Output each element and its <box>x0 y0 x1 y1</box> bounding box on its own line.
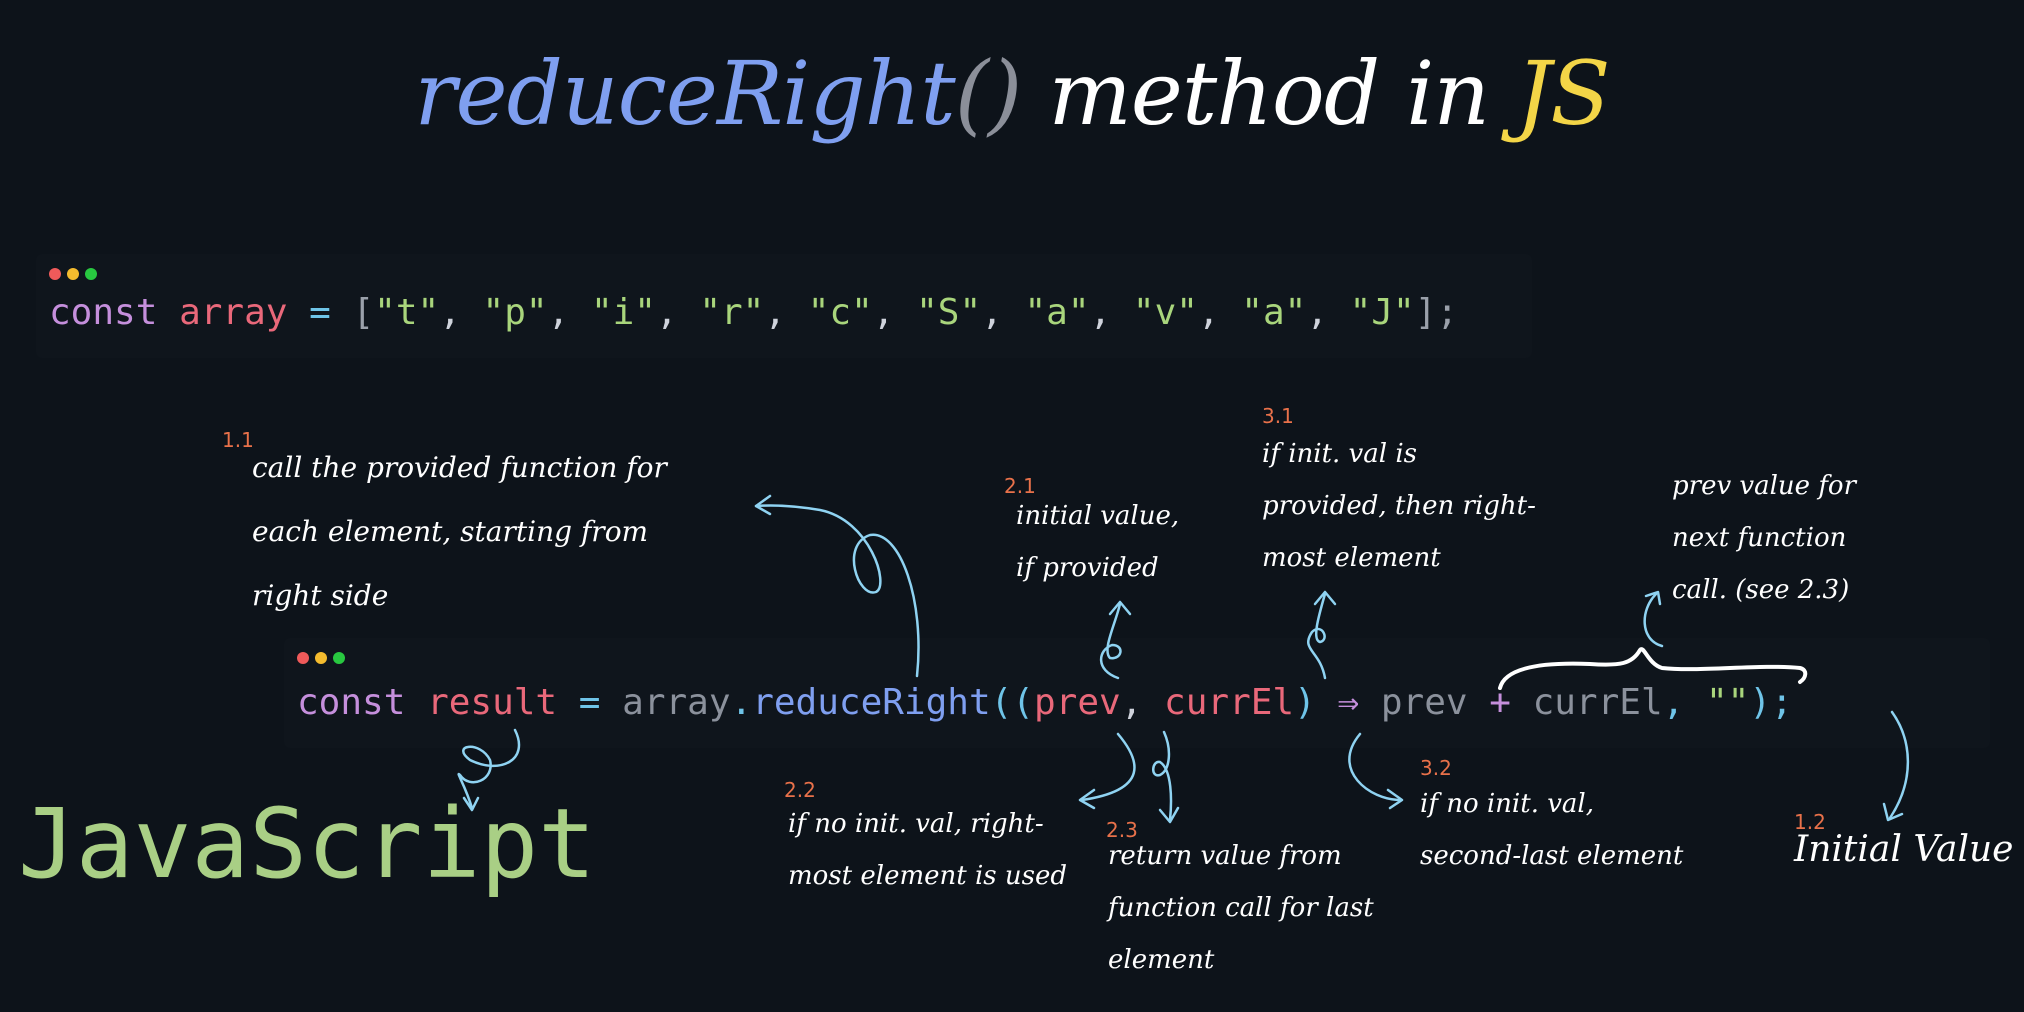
window-dots <box>49 268 97 280</box>
array-item: "J" <box>1349 292 1415 333</box>
arrow-3-2 <box>1348 732 1402 802</box>
array-code-block: const array = ["t", "p", "i", "r", "c", … <box>36 254 1532 358</box>
code-comma: , <box>547 292 591 333</box>
code-keyword: const <box>297 682 406 723</box>
arrowhead-result <box>462 796 480 812</box>
reduce-code-block: const result = array.reduceRight((prev, … <box>284 638 1990 748</box>
code-paren: ); <box>1749 682 1793 723</box>
arrow-prev-value <box>1643 592 1664 648</box>
code-comma: , <box>764 292 808 333</box>
arrow-2-2 <box>1080 732 1136 802</box>
brace-icon <box>1498 647 1808 690</box>
arrowhead-1-1 <box>754 494 772 516</box>
code-param-currel: currEl <box>1164 682 1295 723</box>
note-prev-value: prev value for next function call. (see … <box>1672 471 1857 605</box>
code-comma: , <box>1306 292 1350 333</box>
code-paren: ) <box>1294 682 1316 723</box>
arrowhead-2-1 <box>1108 600 1132 616</box>
arrowhead-2-3 <box>1158 806 1180 824</box>
code-operator: = <box>287 292 353 333</box>
arrowhead-prev-value <box>1644 590 1662 606</box>
note-number-2-3: 2.3 <box>1106 818 1138 842</box>
red-dot-icon <box>297 652 309 664</box>
code-variable: array <box>179 292 288 333</box>
green-dot-icon <box>333 652 345 664</box>
code-paren: (( <box>990 682 1034 723</box>
code-comma: , <box>1089 292 1133 333</box>
code-bracket: ]; <box>1414 292 1459 333</box>
array-item: "p" <box>482 292 548 333</box>
window-dots <box>297 652 345 664</box>
note-number-1-2: 1.2 <box>1794 810 1826 834</box>
code-comma: , <box>1662 682 1706 723</box>
note-2-2: if no init. val, right- most element is … <box>788 809 1067 891</box>
note-1-2: Initial Value <box>1794 829 2014 870</box>
note-number-3-1: 3.1 <box>1262 404 1294 428</box>
note-number-3-2: 3.2 <box>1420 756 1452 780</box>
yellow-dot-icon <box>315 652 327 664</box>
arrow-1-2 <box>1888 710 1910 820</box>
red-dot-icon <box>49 268 61 280</box>
array-item: "a" <box>1024 292 1090 333</box>
title-lang: JS <box>1516 42 1611 145</box>
note-3-2: if no init. val, second-last element <box>1420 789 1684 871</box>
title-parens: () <box>954 42 1023 145</box>
code-comma: , <box>872 292 917 333</box>
array-item: "r" <box>699 292 765 333</box>
note-3-1: if init. val is provided, then right- mo… <box>1262 439 1536 573</box>
green-dot-icon <box>85 268 97 280</box>
arrowhead-2-2 <box>1078 788 1096 810</box>
array-item: "S" <box>916 292 982 333</box>
arrowhead-1-2 <box>1882 802 1904 822</box>
code-variable: result <box>427 682 558 723</box>
code-keyword: const <box>49 292 158 333</box>
arrow-2-3 <box>1152 730 1173 822</box>
title-middle: method in <box>1021 42 1517 145</box>
code-param-prev: prev <box>1033 682 1121 723</box>
note-2-3: return value from function call for last… <box>1108 841 1374 975</box>
array-item: "c" <box>807 292 873 333</box>
code-comma: , <box>1120 682 1165 723</box>
code-bracket: [ <box>352 292 375 333</box>
note-number-2-2: 2.2 <box>784 778 816 802</box>
page-title: reduceRight() method in JS <box>0 42 2024 145</box>
code-object: array <box>622 682 731 723</box>
array-item: "t" <box>374 292 440 333</box>
title-method: reduceRight <box>414 42 955 145</box>
note-1-1: call the provided function for each elem… <box>252 451 667 612</box>
array-code-line: const array = ["t", "p", "i", "r", "c", … <box>49 292 1458 333</box>
code-dot: . <box>730 682 753 723</box>
yellow-dot-icon <box>67 268 79 280</box>
code-method: reduceRight <box>752 682 991 723</box>
code-operator: = <box>557 682 623 723</box>
code-arrow: ⇒ <box>1337 682 1360 723</box>
arrowhead-3-2 <box>1386 788 1404 810</box>
code-initial-value: "" <box>1705 682 1750 723</box>
code-comma: , <box>1197 292 1242 333</box>
code-comma: , <box>439 292 483 333</box>
array-item: "v" <box>1132 292 1198 333</box>
javascript-logo: JavaScript <box>18 788 596 900</box>
array-item: "a" <box>1241 292 1307 333</box>
arrow-2-1 <box>1099 602 1122 680</box>
arrowhead-3-1 <box>1313 590 1337 606</box>
note-number-1-1: 1.1 <box>222 428 254 452</box>
note-2-1: initial value, if provided <box>1016 501 1180 583</box>
code-body-currel: currEl <box>1532 682 1663 723</box>
code-comma: , <box>981 292 1025 333</box>
code-comma: , <box>655 292 700 333</box>
reduce-code-line: const result = array.reduceRight((prev, … <box>297 682 1793 723</box>
code-plus: + <box>1467 682 1533 723</box>
array-item: "i" <box>590 292 656 333</box>
code-body-prev: prev <box>1380 682 1468 723</box>
note-number-2-1: 2.1 <box>1004 474 1036 498</box>
arrow-1-1 <box>754 504 920 678</box>
arrow-result-squiggle <box>457 728 521 810</box>
arrow-3-1 <box>1306 592 1327 680</box>
